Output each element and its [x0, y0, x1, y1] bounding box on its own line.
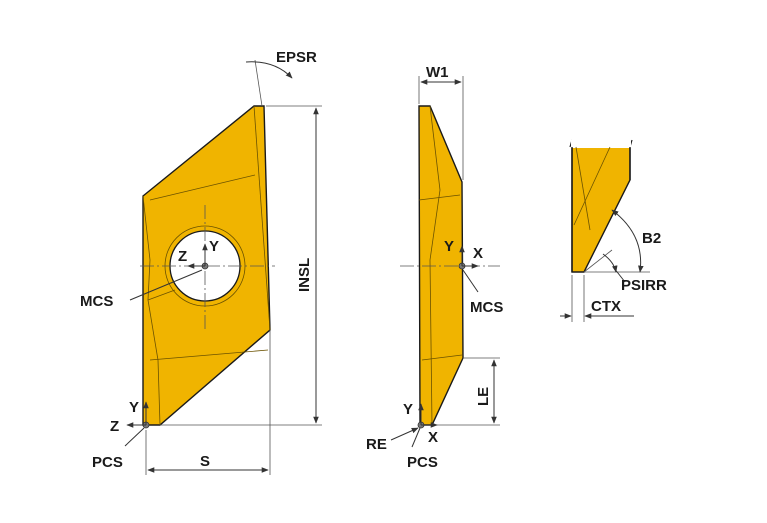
front-pcs-label: PCS: [92, 454, 123, 471]
b2-label: B2: [642, 230, 661, 247]
psirr-label: PSIRR: [621, 277, 667, 294]
detail-view: B2 PSIRR CTX: [560, 139, 667, 322]
re-label: RE: [366, 436, 387, 453]
side-view: Y X MCS W1 LE Y X PCS RE: [366, 64, 503, 471]
side-mcs-label: MCS: [470, 299, 503, 316]
insert-side-body: [418, 105, 464, 426]
le-label: LE: [475, 387, 492, 406]
front-view: Y Z MCS Y Z PCS EPSR INSL S: [80, 49, 322, 475]
side-pcs-label: PCS: [407, 454, 438, 471]
epsr-label: EPSR: [276, 49, 317, 66]
front-mcs-z-label: Z: [178, 248, 187, 265]
ctx-label: CTX: [591, 298, 621, 315]
front-pcs-z-label: Z: [110, 418, 119, 435]
front-mcs-label: MCS: [80, 293, 113, 310]
s-label: S: [200, 453, 210, 470]
front-pcs-y-label: Y: [129, 399, 139, 416]
side-mcs-y-label: Y: [444, 238, 454, 255]
side-pcs-x-label: X: [428, 429, 438, 446]
side-mcs-x-label: X: [473, 245, 483, 262]
insl-label: INSL: [296, 258, 313, 292]
w1-label: W1: [426, 64, 449, 81]
side-pcs-y-label: Y: [403, 401, 413, 418]
front-mcs-y-label: Y: [209, 238, 219, 255]
